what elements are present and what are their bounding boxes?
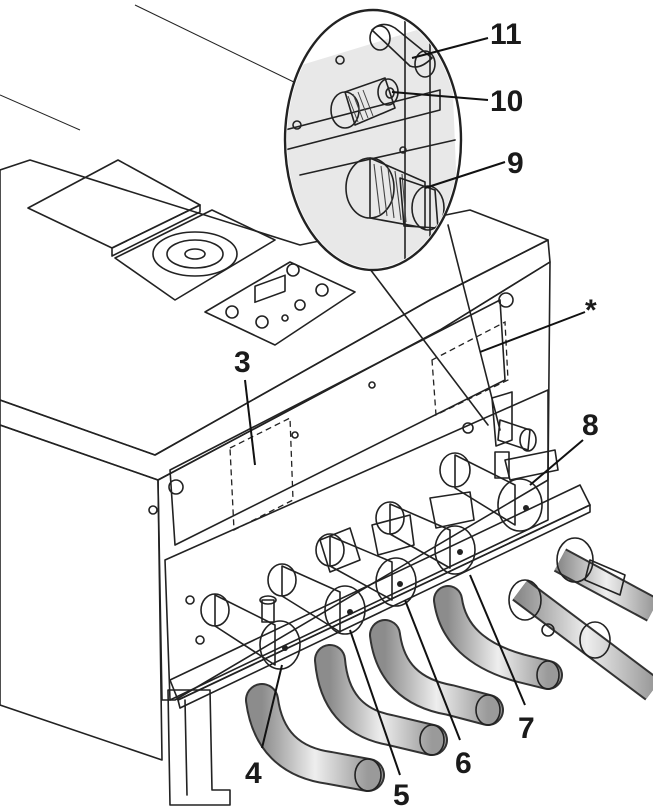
top-controls bbox=[27, 159, 356, 346]
valve-7 bbox=[375, 491, 476, 575]
valve-5 bbox=[267, 527, 366, 635]
leader-lines bbox=[244, 37, 586, 776]
callout-6: 6 bbox=[455, 747, 472, 780]
callout-4: 4 bbox=[245, 757, 262, 790]
right-fittings bbox=[508, 537, 626, 659]
valve-8 bbox=[439, 449, 559, 532]
manifold-bar bbox=[169, 484, 591, 709]
callout-7: 7 bbox=[518, 712, 535, 745]
callout-star: * bbox=[585, 294, 597, 327]
valve-6 bbox=[315, 514, 417, 607]
callout-9: 9 bbox=[507, 147, 524, 180]
callout-3: 3 bbox=[234, 346, 251, 379]
pipes bbox=[245, 548, 653, 792]
mounting-bracket bbox=[167, 689, 231, 806]
callout-5: 5 bbox=[393, 779, 410, 809]
valves bbox=[200, 391, 559, 670]
callout-10: 10 bbox=[490, 85, 523, 118]
wall-lines bbox=[0, 4, 301, 131]
valve-4 bbox=[200, 593, 301, 670]
callout-labels: 11 10 9 * 8 3 7 6 5 4 bbox=[234, 18, 599, 809]
zoom-detail bbox=[283, 8, 463, 272]
dashed-regions bbox=[229, 320, 509, 532]
callout-11: 11 bbox=[490, 18, 522, 51]
callout-8: 8 bbox=[582, 409, 599, 442]
boiler-casing bbox=[0, 159, 551, 761]
